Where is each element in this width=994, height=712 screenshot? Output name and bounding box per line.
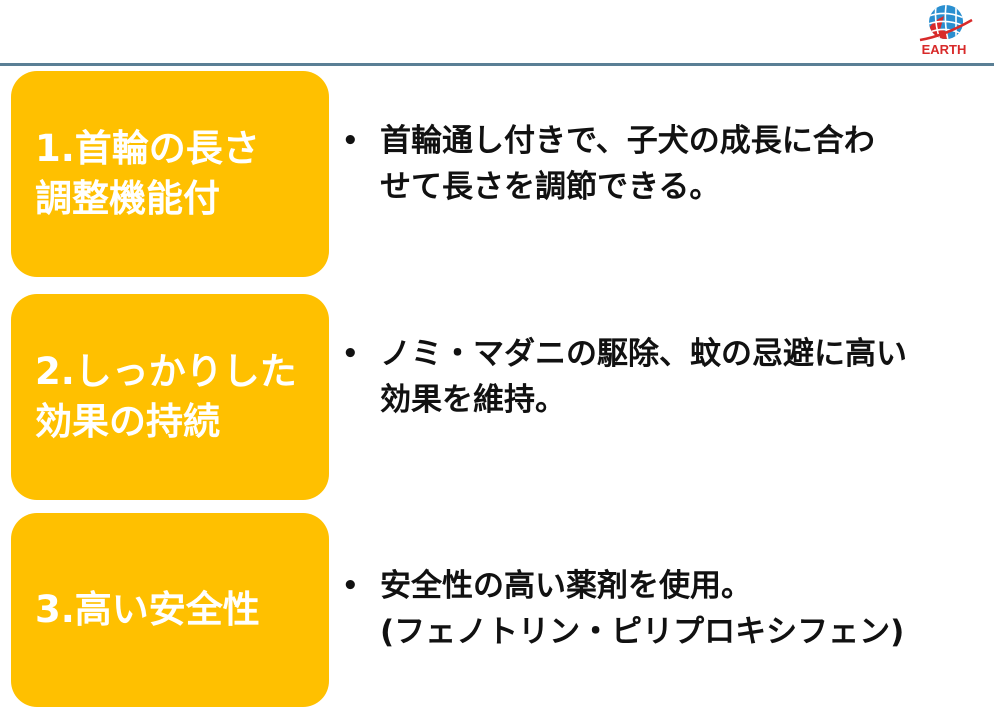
logo-text: EARTH [921, 42, 967, 57]
feature-box-3: 3.高い安全性 [11, 513, 329, 707]
bullet-icon: • [342, 126, 359, 156]
feature-description-2: • ノミ・マダニの駆除、蚊の忌避に高い 効果を維持。 [342, 331, 982, 423]
feature-title-1: 1.首輪の長さ 調整機能付 [35, 127, 260, 220]
feature-description-text-1: 首輪通し付きで、子犬の成長に合わ せて長さを調節できる。 [380, 123, 875, 205]
header-divider [0, 63, 994, 66]
feature-description-text-2: ノミ・マダニの駆除、蚊の忌避に高い 効果を維持。 [380, 336, 907, 418]
bullet-icon: • [342, 571, 359, 601]
bullet-icon: • [342, 339, 359, 369]
feature-title-3: 3.高い安全性 [35, 588, 260, 631]
feature-title-2: 2.しっかりした 効果の持続 [35, 350, 297, 443]
globe-icon [919, 5, 973, 42]
feature-description-text-3: 安全性の高い薬剤を使用。 (フェノトリン・ピリプロキシフェン) [380, 568, 905, 650]
earth-logo: EARTH [914, 2, 974, 62]
feature-box-1: 1.首輪の長さ 調整機能付 [11, 71, 329, 277]
feature-description-1: • 首輪通し付きで、子犬の成長に合わ せて長さを調節できる。 [342, 118, 982, 210]
feature-description-3: • 安全性の高い薬剤を使用。 (フェノトリン・ピリプロキシフェン) [342, 563, 982, 655]
feature-box-2: 2.しっかりした 効果の持続 [11, 294, 329, 500]
